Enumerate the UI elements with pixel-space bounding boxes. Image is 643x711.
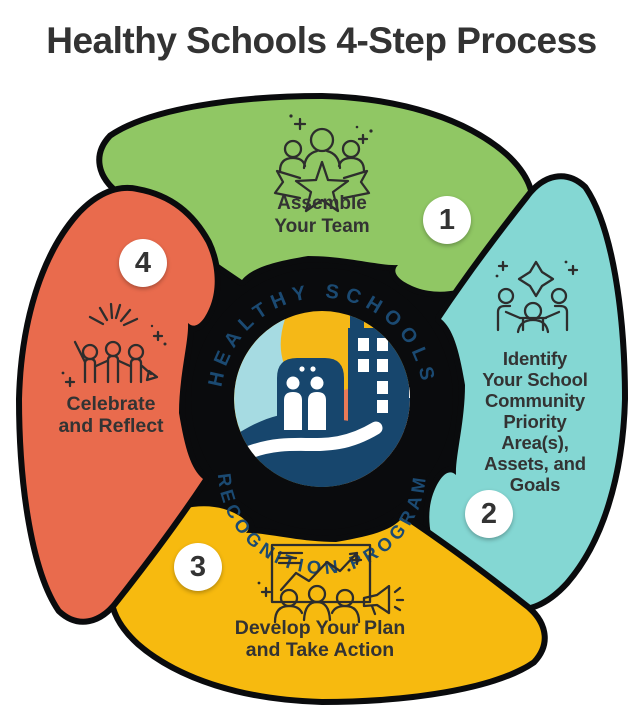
step-1-label: Assemble Your Team [274,193,370,237]
step-3-label: Develop Your Plan and Take Action [234,617,406,661]
step-4-number-badge: 4 [119,239,167,287]
step-3-number-badge: 3 [174,543,222,591]
step-2-number-badge: 2 [465,490,513,538]
step-1-number-badge: 1 [423,196,471,244]
step-2-label: Identify Your School Community Priority … [482,348,588,495]
page-title: Healthy Schools 4-Step Process [46,20,597,61]
badge-logo [234,311,410,487]
brainstorm-meeting-icon [495,260,579,334]
step-4-label: Celebrate and Reflect [58,393,164,437]
presentation-megaphone-icon [257,543,405,624]
team-star-icon [273,114,373,213]
logo-quadrant-teal [234,319,318,443]
logo-path-road [243,421,383,459]
celebration-icon [61,302,167,388]
building-people [284,366,326,430]
